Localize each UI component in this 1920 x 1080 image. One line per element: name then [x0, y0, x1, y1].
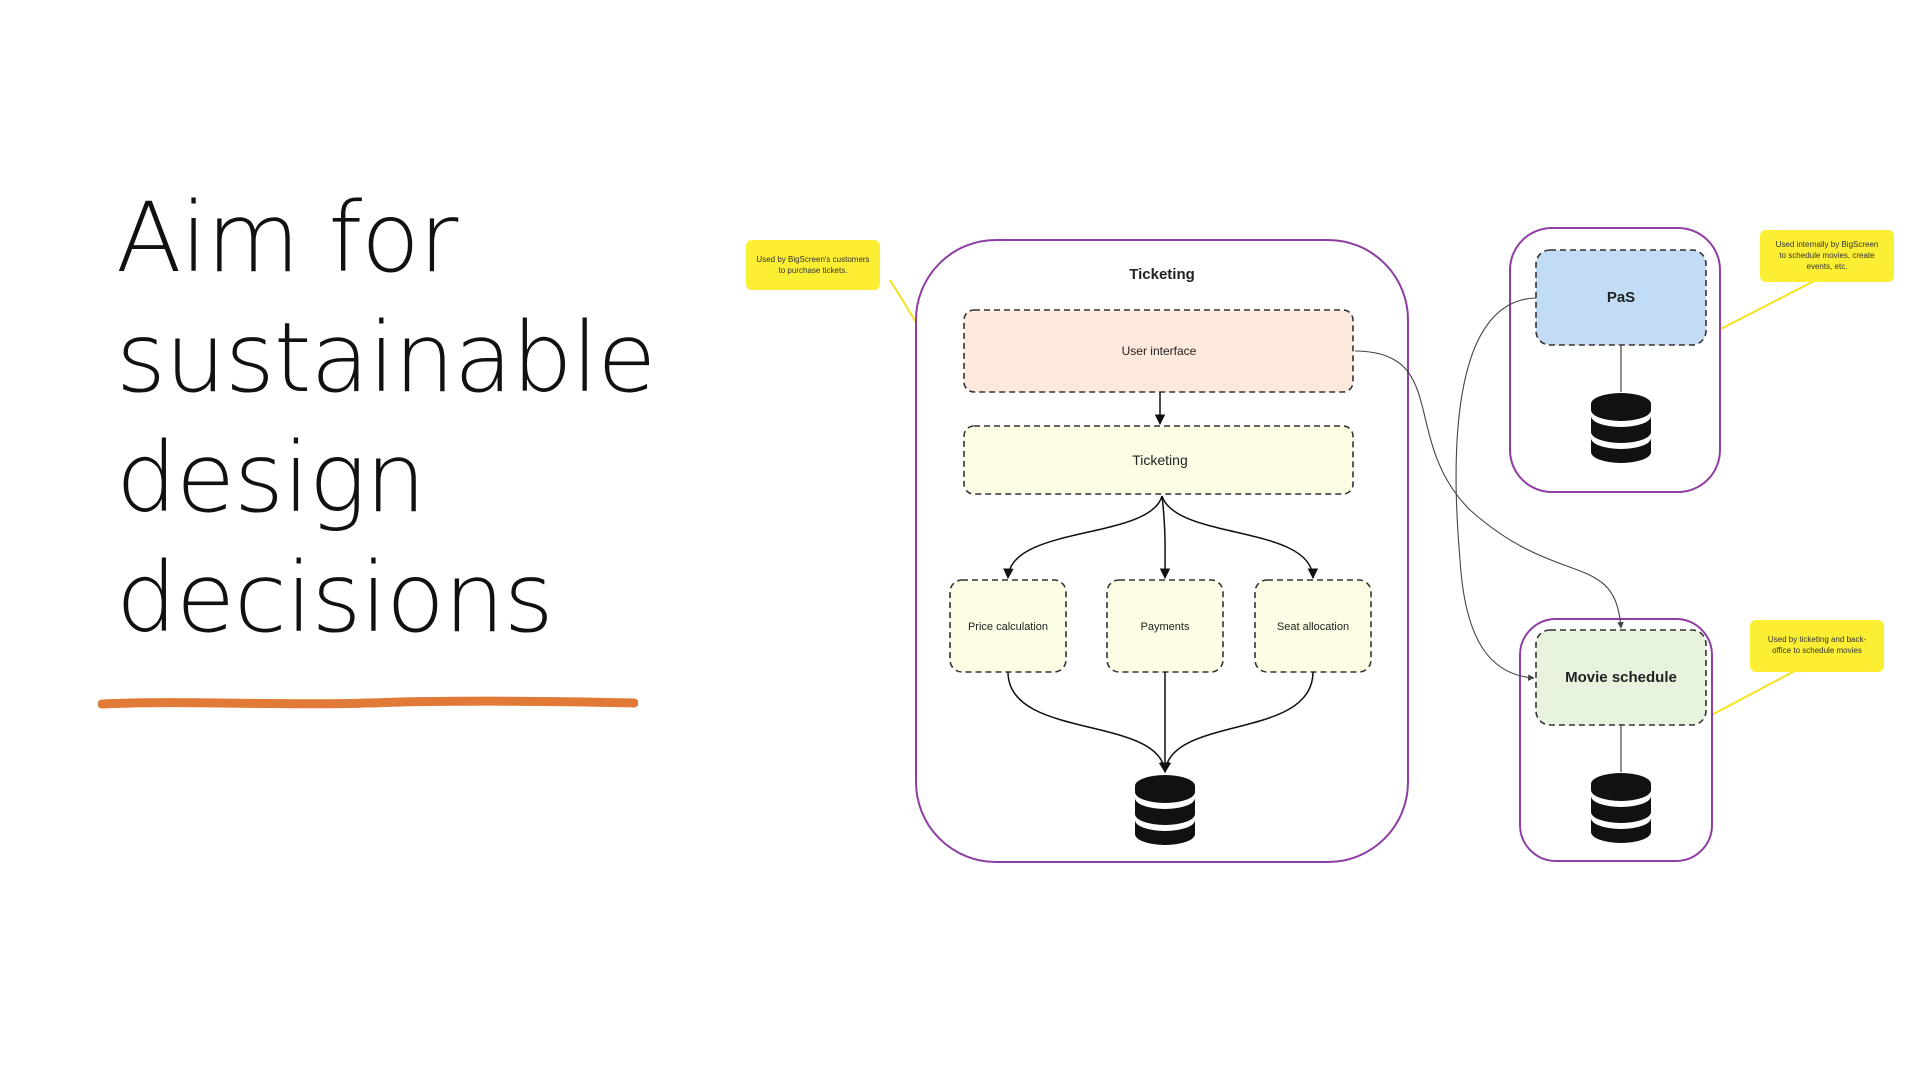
pas-note-connector	[1712, 279, 1817, 334]
seat-allocation-label: Seat allocation	[1277, 621, 1349, 633]
price-to-db-arrow	[1007, 671, 1170, 774]
movie-schedule-note-line-2: office to schedule movies	[1772, 646, 1862, 655]
ticketing-to-payments-arrow	[1159, 495, 1171, 580]
ticketing-component-box[interactable]	[963, 425, 1354, 495]
underline-stroke	[98, 696, 638, 709]
pas-note-line-2: to schedule movies, create	[1779, 251, 1875, 260]
ticketing-system-boundary	[915, 239, 1409, 863]
movie-schedule-label: Movie schedule	[1565, 669, 1677, 686]
ticketing-sticky-note	[746, 240, 880, 290]
pas-to-movie-schedule-connector	[1455, 297, 1537, 681]
pas-note-line-3: events, etc.	[1807, 262, 1848, 271]
slide-title: Aim for sustainable design decisions	[116, 178, 676, 658]
title-line-4: decisions	[116, 542, 554, 654]
payments-label: Payments	[1141, 621, 1190, 633]
ticketing-to-price-arrow	[1003, 495, 1163, 580]
user-interface-box[interactable]	[963, 309, 1354, 393]
movie-schedule-note-connector	[1703, 664, 1807, 720]
movie-schedule-note-line-1: Used by ticketing and back-	[1768, 635, 1867, 644]
title-underline	[98, 696, 638, 709]
title-line-3: design	[116, 422, 426, 534]
title-line-1: Aim for	[116, 182, 458, 294]
ticketing-note-line-2: to purchase tickets.	[779, 266, 848, 275]
database-icon	[1591, 773, 1651, 843]
movie-schedule-sticky-note	[1750, 620, 1884, 672]
ticketing-system-title: Ticketing	[1129, 266, 1195, 283]
pas-note-line-1: Used internally by BigScreen	[1776, 240, 1879, 249]
ticketing-component-label: Ticketing	[1132, 452, 1188, 468]
pas-label: PaS	[1607, 289, 1635, 306]
ticketing-to-seat-arrow	[1161, 495, 1319, 580]
seat-to-db-arrow	[1160, 671, 1314, 774]
user-interface-label: User interface	[1122, 344, 1197, 358]
ticketing-note-connector	[889, 279, 917, 323]
database-icon	[1591, 393, 1651, 463]
ticketing-note-line-1: Used by BigScreen's customers	[756, 255, 869, 264]
database-icon	[1135, 775, 1195, 845]
price-calculation-label: Price calculation	[968, 621, 1048, 633]
ui-to-movie-schedule-connector	[1354, 350, 1624, 629]
title-line-2: sustainable	[116, 302, 656, 414]
pas-sticky-note	[1760, 230, 1894, 282]
